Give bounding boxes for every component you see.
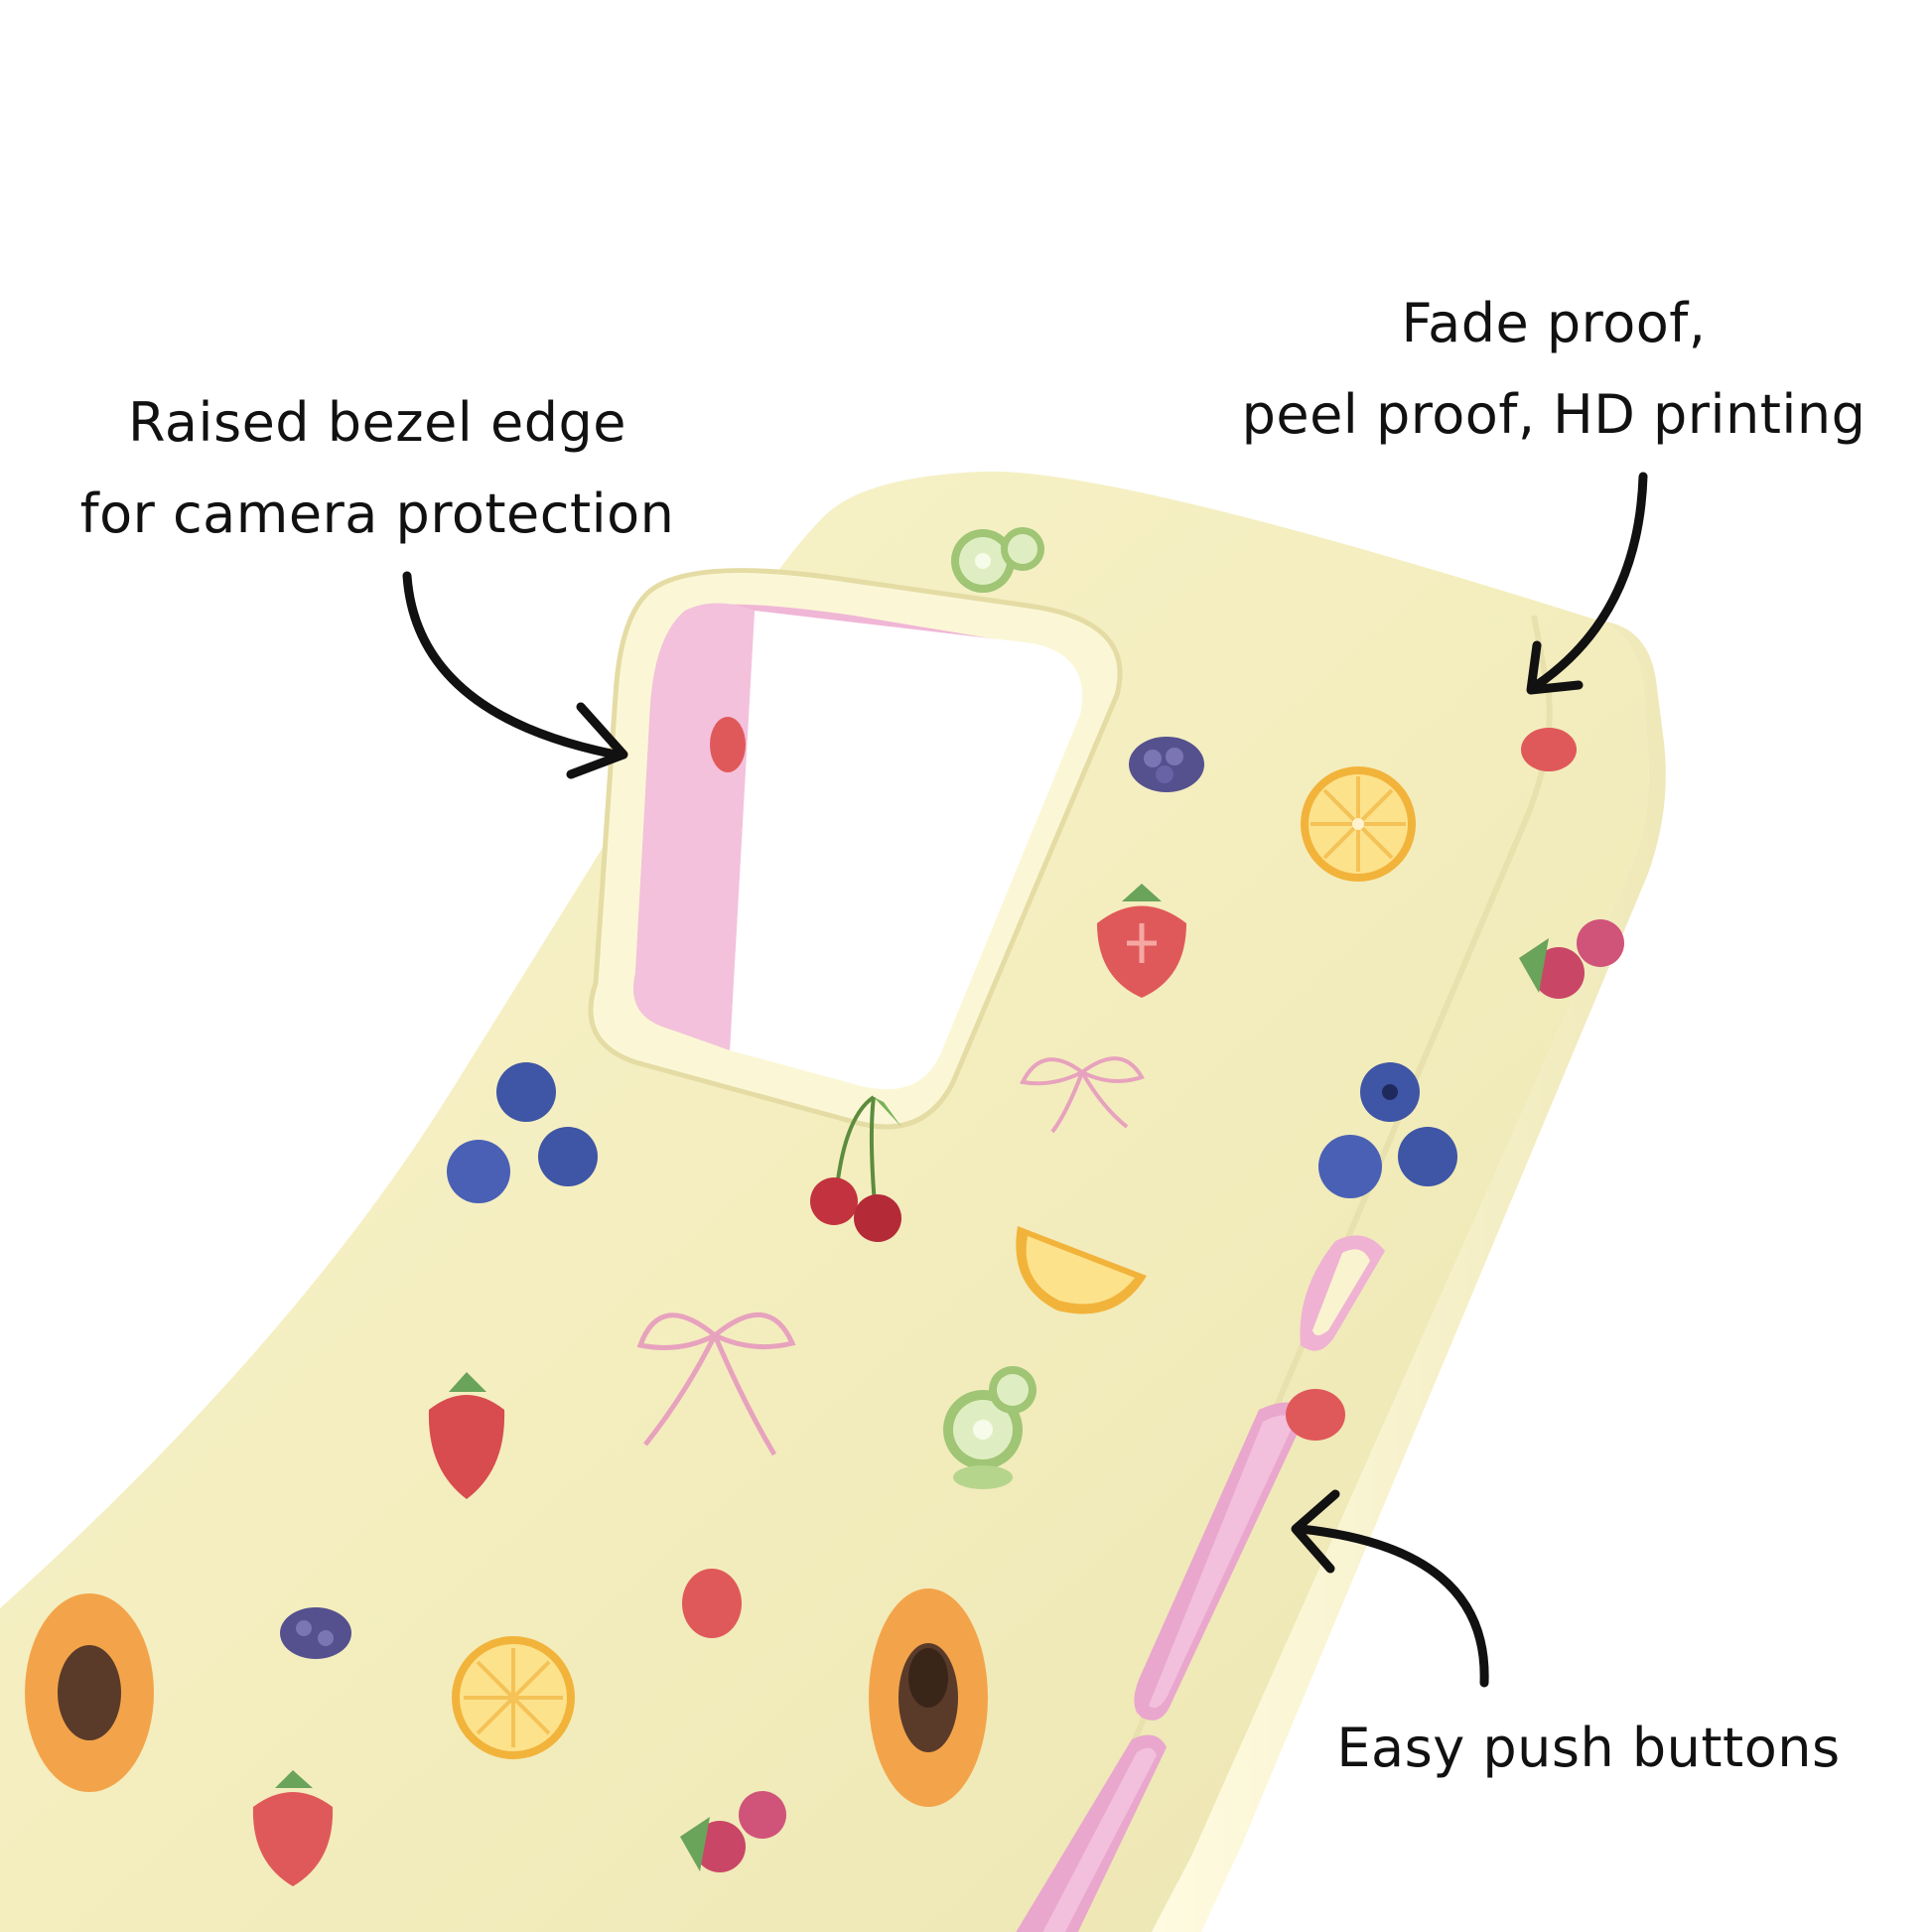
strawberry-icon [710,717,746,772]
cherry-icon [810,1095,901,1242]
strawberry-icon [1097,884,1186,998]
callout-camera-protection: Raised bezel edge for camera protection [30,377,725,560]
bow-icon [636,1311,796,1456]
strawberry-icon [252,1770,334,1886]
arrows [402,472,1648,1688]
push-buttons [1016,1402,1309,1932]
papaya-icon [869,1588,988,1807]
callout-printing: Fade proof, peel proof, HD printing [1191,278,1916,461]
callout-line: Fade proof, [1401,292,1707,354]
camera-bezel [588,568,1123,1130]
papaya-icon [25,1593,154,1792]
blackberry-icon [280,1607,351,1659]
callout-line: Raised bezel edge [128,391,626,454]
side-port [1300,1235,1385,1351]
raspberry-icon [680,1791,786,1872]
callout-line: Easy push buttons [1336,1717,1841,1779]
kiwi-icon [943,1366,1036,1489]
bow-icon [1019,1056,1145,1134]
strawberry-icon [428,1372,505,1499]
arrow-curved-icon [402,571,628,779]
kiwi-icon [951,527,1044,593]
raspberry-icon [1519,919,1624,999]
callout-line: peel proof, HD printing [1241,383,1866,446]
arrow-curved-icon [1291,1489,1489,1688]
strawberry-icon [1521,728,1577,771]
orange-slice-icon [1301,766,1416,882]
blackberry-icon [1129,737,1204,792]
orange-slice-icon [452,1636,575,1759]
fruit-pattern [25,527,1624,1886]
strawberry-icon [682,1569,742,1638]
callout-buttons: Easy push buttons [1291,1703,1886,1794]
arrow-curved-icon [1526,472,1648,695]
orange-slice-icon [1016,1226,1147,1314]
strawberry-icon [1286,1389,1345,1441]
callout-line: for camera protection [79,483,675,545]
blueberry-icon [447,1062,598,1203]
blueberry-icon [1318,1062,1457,1198]
